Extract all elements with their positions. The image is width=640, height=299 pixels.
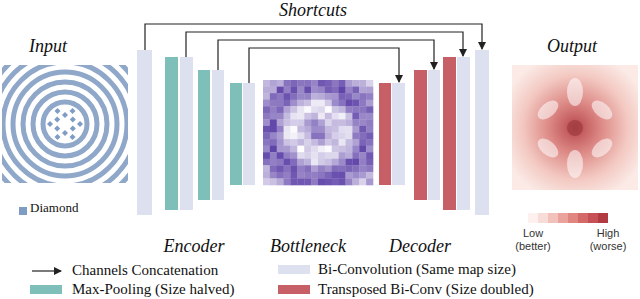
legend-swatch (19, 207, 27, 215)
network-layers (137, 50, 489, 215)
legend-text: Max-Pooling (Size halved) (72, 281, 234, 298)
legend-swatch (30, 285, 62, 294)
input-heading: Input (29, 36, 67, 57)
input-pattern (2, 65, 128, 183)
legend-text: Diamond (30, 201, 78, 216)
bottleneck-label: Bottleneck (270, 236, 346, 257)
legend-text: Bi-Convolution (Same map size) (318, 261, 516, 278)
legend-text: Channels Concatenation (72, 262, 218, 279)
output-heatmap (512, 65, 638, 190)
scale-low: Low (better) (507, 227, 559, 252)
legend-swatch (278, 285, 310, 294)
shortcuts-title: Shortcuts (279, 0, 347, 21)
legend-swatch (278, 265, 310, 274)
encoder-label: Encoder (164, 236, 225, 257)
output-heading: Output (547, 36, 597, 57)
decoder-label: Decoder (389, 236, 451, 257)
legend-arrow (32, 270, 61, 271)
shortcut-arrows (145, 24, 482, 83)
scale-high: High (worse) (582, 227, 634, 252)
legend-text: Transposed Bi-Conv (Size doubled) (318, 281, 534, 298)
color-scale (528, 213, 608, 223)
bottleneck-map (263, 80, 373, 185)
